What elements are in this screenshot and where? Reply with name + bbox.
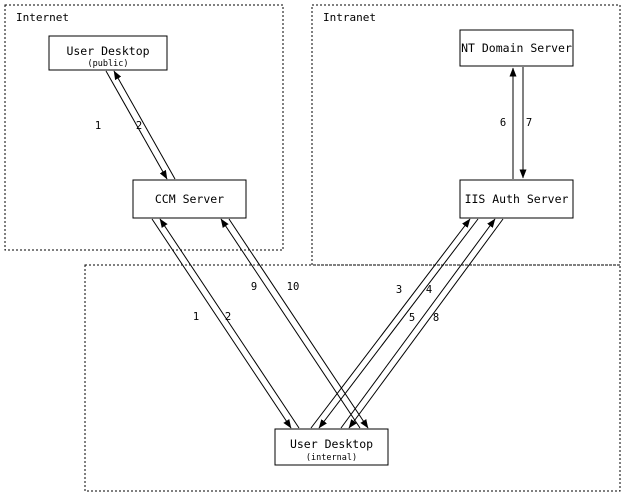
node-user-desktop-public-box[interactable] bbox=[48, 35, 168, 71]
zone-internal-network bbox=[84, 264, 621, 492]
flow-line-step-2-internal bbox=[159, 218, 300, 429]
node-user-desktop-public[interactable]: User Desktop (public) bbox=[48, 35, 168, 71]
flow-line-step-8 bbox=[348, 218, 504, 429]
node-user-desktop-internal-sublabel: (internal) bbox=[306, 453, 357, 463]
zone-intranet-label: Intranet bbox=[323, 11, 376, 24]
flow-line-step-2-public bbox=[113, 70, 176, 180]
node-iis-auth-server[interactable]: IIS Auth Server bbox=[459, 179, 574, 219]
step-label-10: 10 bbox=[287, 281, 300, 293]
step-label-7: 7 bbox=[526, 117, 532, 129]
zone-internet-label: Internet bbox=[16, 11, 69, 24]
step-label-9: 9 bbox=[251, 281, 257, 293]
flow-ccm-internal-desktop-910 bbox=[220, 218, 369, 429]
flow-line-step-1-public bbox=[105, 70, 168, 180]
step-label-4: 4 bbox=[426, 284, 432, 296]
node-nt-domain-server[interactable]: NT Domain Server bbox=[459, 29, 574, 67]
flow-internal-desktop-iis-58 bbox=[340, 218, 504, 429]
step-label-2-public: 2 bbox=[136, 120, 142, 132]
step-label-1-public: 1 bbox=[95, 120, 101, 132]
node-ccm-server-box[interactable] bbox=[132, 179, 247, 219]
node-nt-domain-server-label: NT Domain Server bbox=[461, 41, 572, 55]
node-user-desktop-public-sublabel: (public) bbox=[88, 59, 129, 69]
node-user-desktop-internal[interactable]: User Desktop (internal) bbox=[274, 428, 389, 466]
zone-internet-border bbox=[4, 4, 284, 251]
node-ccm-server-label: CCM Server bbox=[155, 192, 224, 206]
step-label-1-internal: 1 bbox=[193, 311, 199, 323]
flow-line-step-9 bbox=[220, 218, 361, 429]
flow-line-step-10 bbox=[228, 218, 369, 429]
flow-internal-desktop-iis-34 bbox=[310, 218, 479, 429]
node-ccm-server[interactable]: CCM Server bbox=[132, 179, 247, 219]
step-label-5: 5 bbox=[409, 312, 415, 324]
node-iis-auth-server-label: IIS Auth Server bbox=[465, 192, 569, 206]
zone-internal-border bbox=[84, 264, 621, 492]
zone-internet: Internet bbox=[4, 4, 284, 251]
flow-line-step-4 bbox=[318, 218, 479, 429]
node-user-desktop-public-label: User Desktop bbox=[66, 44, 149, 58]
node-user-desktop-internal-label: User Desktop bbox=[290, 437, 373, 451]
flow-public-desktop-ccm bbox=[105, 70, 176, 180]
flow-line-step-5 bbox=[340, 218, 496, 429]
step-label-2-internal: 2 bbox=[225, 311, 231, 323]
flow-iis-nt-domain bbox=[509, 67, 527, 179]
node-user-desktop-internal-box[interactable] bbox=[274, 428, 389, 466]
flow-line-step-1-internal bbox=[151, 218, 292, 429]
flow-ccm-internal-desktop-12 bbox=[151, 218, 300, 429]
flow-line-step-3 bbox=[310, 218, 471, 429]
node-nt-domain-server-box[interactable] bbox=[459, 29, 574, 67]
step-label-6: 6 bbox=[500, 117, 506, 129]
step-label-8: 8 bbox=[433, 312, 439, 324]
node-iis-auth-server-box[interactable] bbox=[459, 179, 574, 219]
step-label-3: 3 bbox=[396, 284, 402, 296]
